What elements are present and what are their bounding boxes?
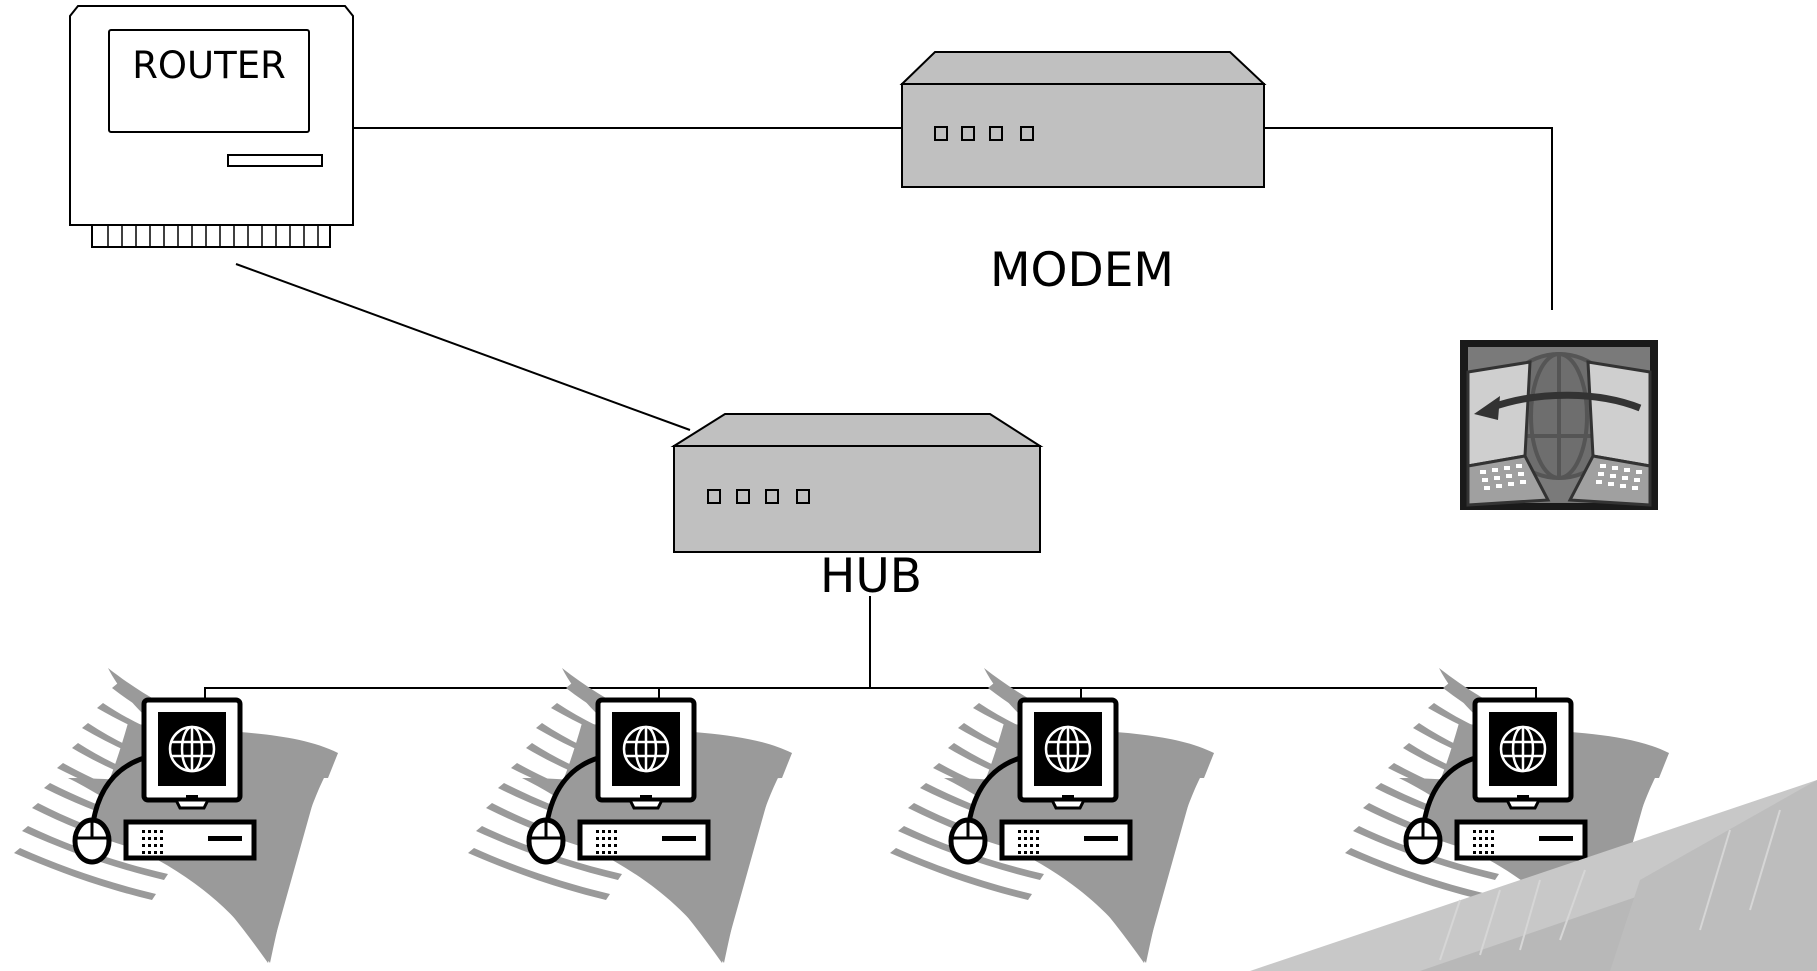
modem-device[interactable]: [899, 51, 1267, 188]
hub-label: HUB: [820, 549, 922, 604]
modem-indicator-lights: [934, 126, 1034, 141]
hub-device[interactable]: [670, 413, 1044, 553]
decorative-background-shape: [1250, 780, 1817, 971]
router-label: ROUTER: [132, 44, 286, 87]
workstation-pc-2[interactable]: [468, 668, 792, 963]
workstation-pc-3[interactable]: [890, 668, 1214, 963]
router-hub-link: [235, 263, 691, 431]
router-device[interactable]: ROUTER: [69, 5, 354, 248]
lan-bus: [204, 687, 1537, 712]
modem-label: MODEM: [990, 243, 1174, 298]
hub-indicator-lights: [707, 489, 810, 504]
modem-internet-link: [1264, 127, 1553, 310]
workstation-pc-1[interactable]: [14, 668, 338, 963]
router-ports: [91, 224, 331, 248]
internet-icon[interactable]: [1460, 340, 1658, 510]
